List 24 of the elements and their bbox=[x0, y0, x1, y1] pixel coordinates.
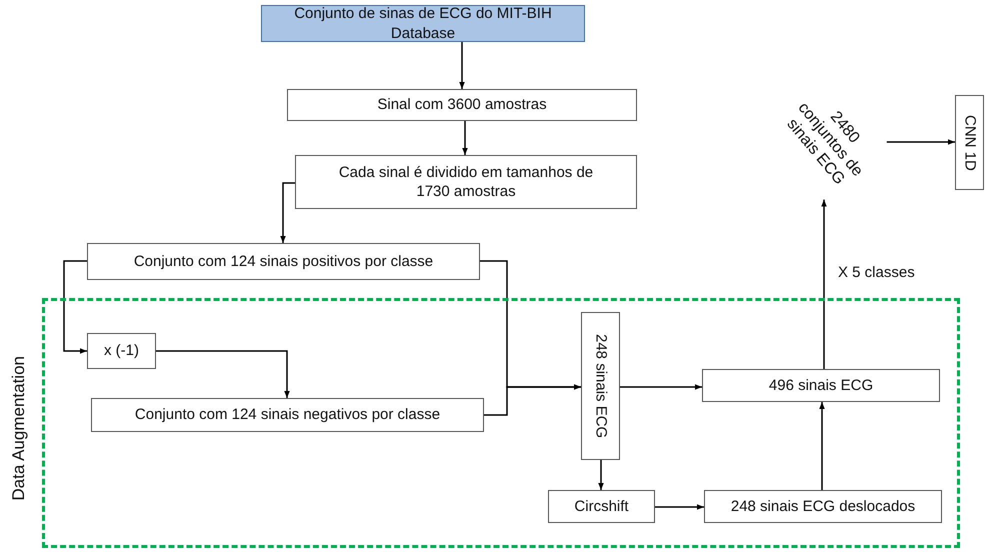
output-box: CNN 1D bbox=[955, 95, 984, 190]
process-box: Sinal com 3600 amostras bbox=[287, 89, 637, 121]
arrow bbox=[156, 350, 290, 398]
process-box: 248 sinais ECG bbox=[581, 312, 620, 460]
arrow bbox=[280, 182, 295, 243]
arrow bbox=[821, 200, 827, 369]
process-box: Circshift bbox=[548, 490, 655, 523]
process-box: Conjunto com 124 sinais positivos por classe bbox=[87, 243, 480, 280]
arrow bbox=[886, 139, 955, 145]
process-box: Cada sinal é dividido em tamanhos de 1730 amostras bbox=[295, 155, 637, 209]
group-heading: Data Augmentation bbox=[8, 356, 29, 501]
arrow bbox=[598, 460, 604, 490]
arrow bbox=[819, 402, 825, 490]
process-box: 248 sinais ECG deslocados bbox=[704, 490, 942, 523]
arrow bbox=[620, 384, 702, 390]
arrow bbox=[63, 260, 87, 354]
arrow bbox=[484, 384, 581, 416]
process-box: Conjunto com 124 sinais negativos por classe bbox=[91, 398, 484, 432]
process-box: x (-1) bbox=[87, 333, 156, 369]
process-box: 496 sinais ECG bbox=[702, 369, 940, 402]
arrow bbox=[655, 504, 704, 510]
arrow bbox=[462, 121, 468, 155]
database-box: Conjunto de sinas de ECG do MIT-BIH Database bbox=[261, 5, 585, 42]
arrow bbox=[459, 42, 465, 89]
